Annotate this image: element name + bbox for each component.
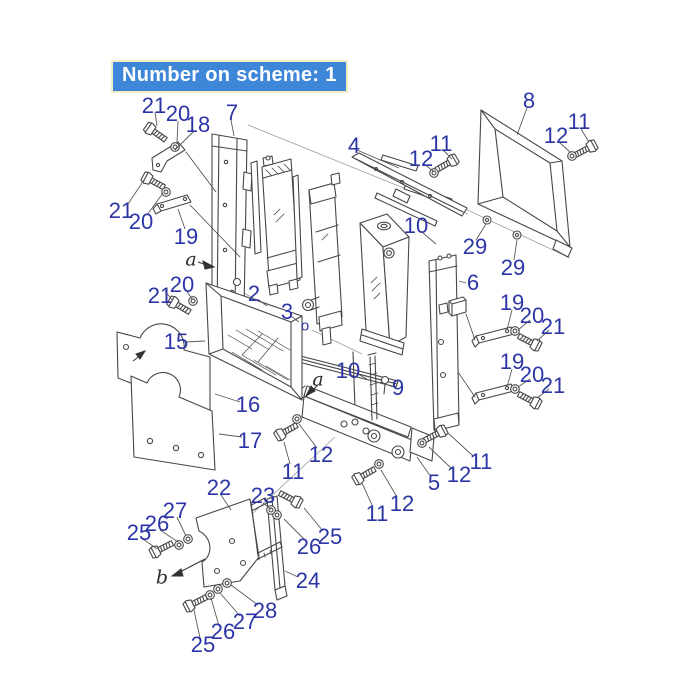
part-3-oil-cooler [301,172,343,346]
part-10-tank [359,213,410,356]
part-number-label: 2 [247,281,261,306]
part-number-label: 11 [567,109,591,134]
part-number-label: 26 [210,619,236,644]
part-number-label: 21 [540,373,566,398]
part-number-label: 21 [108,198,134,223]
part-number-label: 20 [519,303,545,328]
part-number-label: 10 [403,213,429,238]
part-number-label: 18 [185,112,211,137]
part-number-label: 15 [163,329,189,354]
part-15-frame [205,282,303,401]
part-number-label: 25 [317,524,343,549]
part-number-label: 12 [308,442,334,467]
part-number-label: 29 [500,255,526,280]
view-marker-arrows [132,260,319,577]
part-number-label: 4 [347,133,361,158]
part-number-label: 11 [469,449,493,474]
part-number-label: 21 [540,314,566,339]
part-number-label: 17 [237,428,263,453]
part-number-label: 25 [126,520,152,545]
part-number-label: 23 [250,483,276,508]
part-number-label: o [300,317,310,335]
part-number-label: 25 [190,632,216,657]
part-number-label: 20 [165,101,191,126]
part-8-shroud [477,109,573,258]
bottom-bracket-assembly [195,495,288,601]
part-19-strap-left [152,194,192,215]
part-number-label: 9 [391,375,405,400]
part-number-label: 20 [519,362,545,387]
part-number-label: 19 [173,224,199,249]
part-number-label: 10 [335,358,361,383]
part-7-side-plate [211,133,253,327]
part-number-label: 12 [389,491,415,516]
part-number-label: 12 [408,146,434,171]
part-number-label: 20 [128,209,154,234]
part-number-label: 22 [206,475,232,500]
part-number-label: 16 [235,392,261,417]
part-number-label: 20 [169,272,195,297]
part-number-label: 21 [141,93,167,118]
part-number-label: 27 [232,609,258,634]
part-number-label: 11 [281,459,305,484]
part-number-label: 8 [522,88,536,113]
part-number-label: 7 [225,100,239,125]
part-number-label: b [155,566,169,589]
part-number-label: 26 [144,511,170,536]
part-number-label: 11 [429,131,453,156]
part-number-label: 28 [252,598,278,623]
part-number-label: 26 [296,534,322,559]
part-number-label: 19 [499,349,525,374]
part-number-label: 19 [499,290,525,315]
part-number-label: a [312,368,324,391]
part-number-label: 24 [295,568,321,593]
part-number-label: 21 [147,283,173,308]
part-number-label: a [185,248,197,271]
part-4-support-bar [351,152,468,227]
leader-lines [127,107,590,639]
part-16-plate [116,323,211,415]
part-number-label: 12 [446,462,472,487]
part-number-label: 6 [466,270,480,295]
part-9-rod [367,352,390,421]
part-2-radiator-core [250,155,303,296]
scheme-title: Number on scheme: 1 [111,60,348,93]
part-number-label: 29 [462,234,488,259]
part-number-label: 12 [543,123,569,148]
part-number-label: 27 [162,498,188,523]
part-17-plate [130,371,216,471]
part-number-label: 11 [365,501,389,526]
part-number-label: 3 [280,299,294,324]
part-number-label: 5 [427,470,441,495]
